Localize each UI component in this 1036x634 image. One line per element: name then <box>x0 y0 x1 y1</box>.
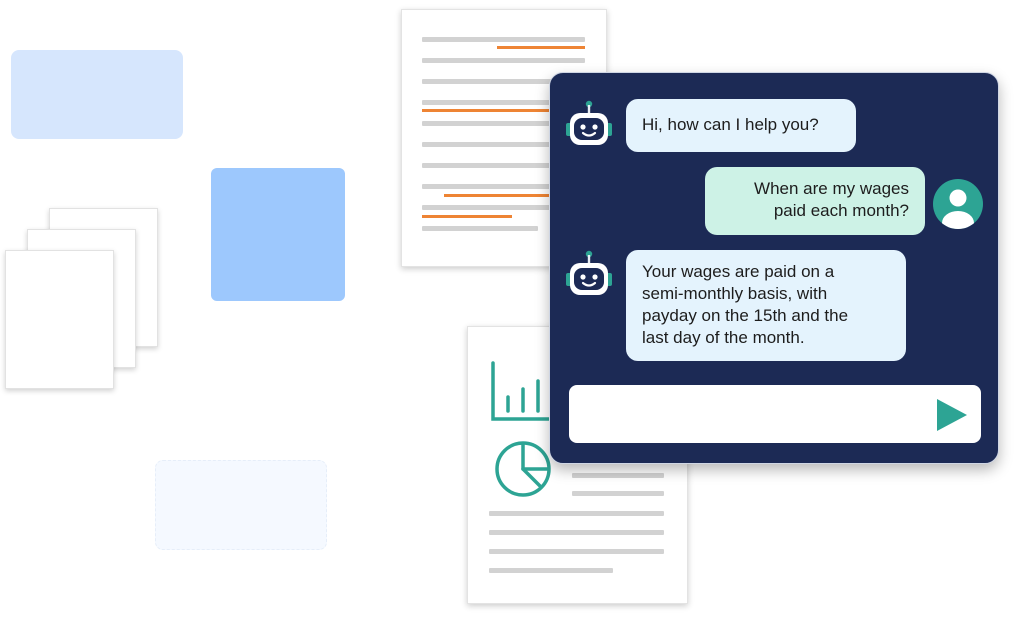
user-icon <box>933 179 983 229</box>
message-line: Hi, how can I help you? <box>642 115 819 134</box>
text-line <box>489 511 664 516</box>
pie-chart-icon <box>495 441 551 497</box>
highlight-mark <box>497 46 585 49</box>
text-line <box>489 549 664 554</box>
chat-input-bar <box>569 385 981 445</box>
text-line <box>422 100 585 105</box>
decorative-card-faint <box>155 460 327 550</box>
text-line <box>422 226 538 231</box>
chat-window: Hi, how can I help you? When are my wage… <box>549 72 999 464</box>
bot-message: Hi, how can I help you? <box>626 99 856 152</box>
user-message: When are my wages paid each month? <box>705 167 925 235</box>
decorative-card-light-blue <box>11 50 183 139</box>
text-line <box>489 568 613 573</box>
bot-message: Your wages are paid on a semi-monthly ba… <box>626 250 906 361</box>
text-line <box>422 163 585 168</box>
message-input[interactable] <box>581 385 925 445</box>
text-line <box>422 184 585 189</box>
text-line <box>422 142 585 147</box>
highlight-mark <box>422 215 512 218</box>
robot-icon <box>566 250 612 295</box>
blank-page-front <box>5 250 114 389</box>
decorative-card-blue <box>211 168 345 301</box>
highlight-mark <box>444 194 585 197</box>
text-line <box>422 205 585 210</box>
message-line: paid each month? <box>773 201 909 220</box>
text-line <box>422 37 585 42</box>
robot-icon <box>566 100 612 145</box>
text-line <box>572 473 664 478</box>
message-line: semi-monthly basis, with <box>642 284 828 303</box>
message-line: last day of the month. <box>642 328 805 347</box>
text-line <box>422 121 585 126</box>
message-line: When are my wages <box>754 179 909 198</box>
message-line: payday on the 15th and the <box>642 306 849 325</box>
text-line <box>422 58 585 63</box>
text-line <box>572 491 664 496</box>
message-line: Your wages are paid on a <box>642 262 835 281</box>
send-icon[interactable] <box>935 397 969 433</box>
text-line <box>422 79 585 84</box>
text-line <box>489 530 664 535</box>
highlight-mark <box>422 109 585 112</box>
